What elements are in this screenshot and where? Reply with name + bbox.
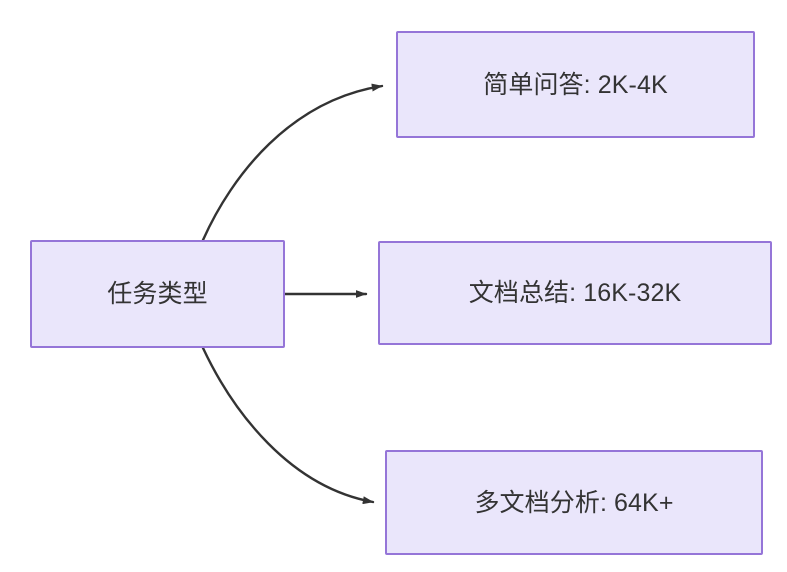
node-doc-summary[interactable]: 文档总结: 16K-32K bbox=[378, 241, 772, 345]
node-task-type[interactable]: 任务类型 bbox=[30, 240, 285, 348]
node-simple-qa[interactable]: 简单问答: 2K-4K bbox=[396, 31, 755, 138]
node-label: 多文档分析: 64K+ bbox=[474, 488, 674, 517]
edge-to-simple-qa bbox=[201, 83, 384, 242]
edge-to-multi-doc-analysis bbox=[201, 346, 375, 505]
node-label: 简单问答: 2K-4K bbox=[483, 70, 668, 99]
node-multi-doc-analysis[interactable]: 多文档分析: 64K+ bbox=[385, 450, 763, 555]
node-label: 任务类型 bbox=[107, 280, 208, 308]
node-label: 文档总结: 16K-32K bbox=[468, 279, 682, 307]
